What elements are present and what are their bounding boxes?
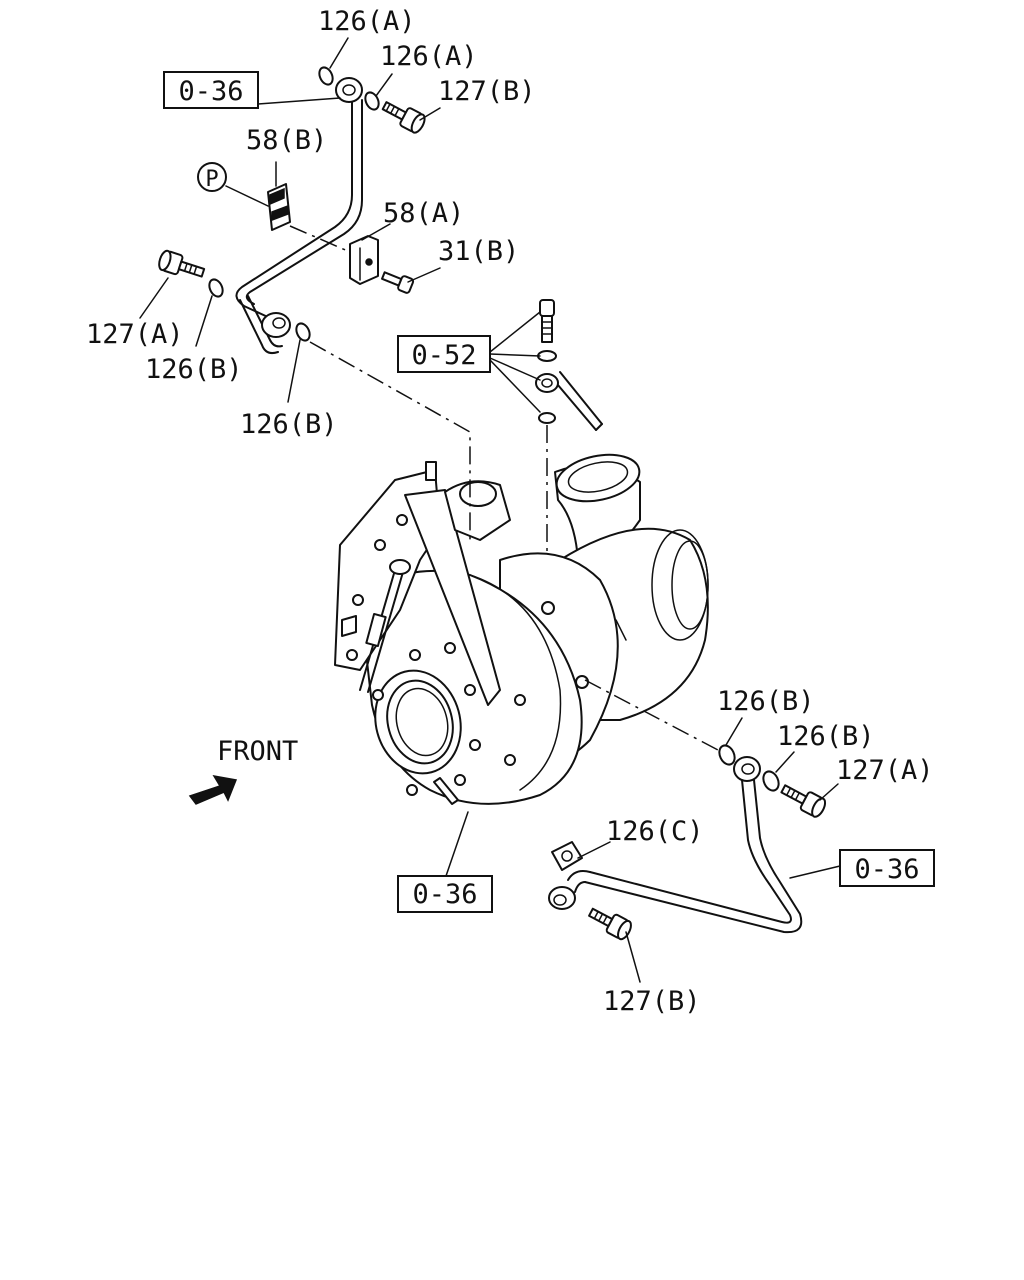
pipe-eye-fitting-top [335, 77, 363, 103]
front-label: FRONT [217, 736, 298, 767]
label-126b-left2: 126(B) [240, 409, 338, 440]
lower-oil-pipe-group [548, 744, 827, 941]
label-126b-right2: 126(B) [777, 721, 875, 752]
ref-oil-feed-label: 0-52 [411, 340, 476, 371]
label-127b-bottom: 127(B) [603, 986, 701, 1017]
bolt-31b [381, 271, 415, 294]
clip-58a [349, 235, 379, 285]
label-127b-top: 127(B) [438, 76, 536, 107]
label-58a: 58(A) [383, 198, 464, 229]
turbocharger-assembly [334, 453, 709, 805]
bolt-127b-bottom [588, 907, 632, 941]
bolt-127b-top [381, 101, 426, 134]
centerline-lower [584, 679, 719, 751]
label-127a-right: 127(A) [836, 755, 934, 786]
label-126b-left: 126(B) [145, 354, 243, 385]
front-arrow-icon [188, 774, 238, 805]
washer-126b-left2 [295, 322, 311, 342]
leader-lines [139, 37, 841, 983]
pipe-eye-fitting-lower [261, 312, 291, 338]
centerline-upper [309, 341, 471, 540]
ref-box-oil-feed[interactable]: 0-52 [397, 335, 491, 373]
bolt-127a-right [780, 784, 827, 818]
ref-box-turbo[interactable]: 0-36 [397, 875, 493, 913]
label-58b: 58(B) [246, 125, 327, 156]
part-labels: 126(A) 126(A) 127(B) 58(B) 58(A) 31(B) 1… [86, 6, 934, 1017]
ref-top-left-label: 0-36 [178, 76, 243, 107]
washer-126a-mid [364, 91, 380, 111]
clip-58b [267, 183, 291, 231]
label-126a-mid: 126(A) [380, 41, 478, 72]
note-circle-p: P [197, 162, 227, 192]
front-direction-indicator: FRONT [188, 736, 298, 805]
label-126c: 126(C) [606, 816, 704, 847]
ref-turbo-label: 0-36 [412, 879, 477, 910]
bolt-127a-left [158, 249, 206, 278]
washer-126a-top [318, 66, 334, 86]
ref-box-bottom-right[interactable]: 0-36 [839, 849, 935, 887]
washer-126b-right2 [762, 770, 780, 792]
note-circle-p-label: P [205, 167, 218, 192]
label-126a-top: 126(A) [318, 6, 416, 37]
washer-126b-right1 [718, 744, 736, 766]
ref-bottom-right-label: 0-36 [854, 854, 919, 885]
washer-126b-left [208, 278, 224, 298]
gasket-126c [551, 841, 583, 871]
ref-box-top-left[interactable]: 0-36 [163, 71, 259, 109]
reference-boxes[interactable]: 0-36 0-52 0-36 0-36 [163, 71, 935, 913]
label-127a-left: 127(A) [86, 319, 184, 350]
label-31b: 31(B) [438, 236, 519, 267]
label-126b-right1: 126(B) [717, 686, 815, 717]
